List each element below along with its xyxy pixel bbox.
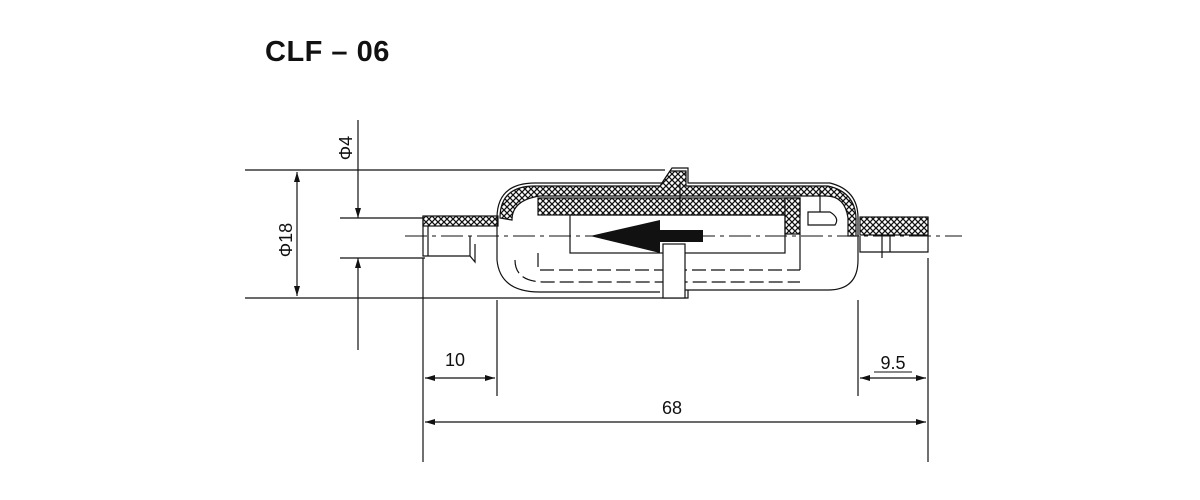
label-tube-diameter: Φ4 [336, 136, 356, 160]
label-left-tube-length: 10 [445, 350, 465, 370]
flow-direction-arrow-icon [590, 220, 703, 253]
label-total-length: 68 [662, 398, 682, 418]
drawing-title: CLF – 06 [265, 36, 390, 68]
label-outer-diameter: Φ18 [276, 223, 296, 257]
label-right-tube-length: 9.5 [880, 353, 905, 373]
